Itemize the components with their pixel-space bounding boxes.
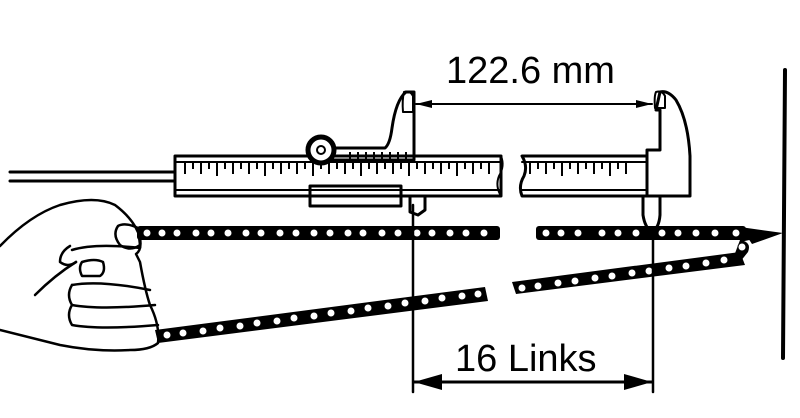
timing-chain-upper-run — [137, 226, 746, 240]
caliper-depth-rod — [8, 170, 177, 183]
caliper-sliding-jaw — [305, 90, 427, 217]
hand — [0, 198, 160, 352]
link-count-label: 16 Links — [455, 338, 597, 380]
caliper-fixed-jaw — [641, 90, 692, 234]
caliper-main-scale-right — [518, 154, 649, 198]
measurement-label: 122.6 mm — [446, 50, 615, 92]
extension-lines — [411, 203, 655, 394]
dimension-line-measurement — [415, 100, 653, 108]
dimension-line-link-count — [412, 374, 654, 390]
wall-support — [781, 68, 787, 360]
caliper-main-scale-left — [173, 154, 504, 198]
timing-chain-lower-run — [155, 240, 749, 343]
wall-hook — [740, 227, 783, 244]
